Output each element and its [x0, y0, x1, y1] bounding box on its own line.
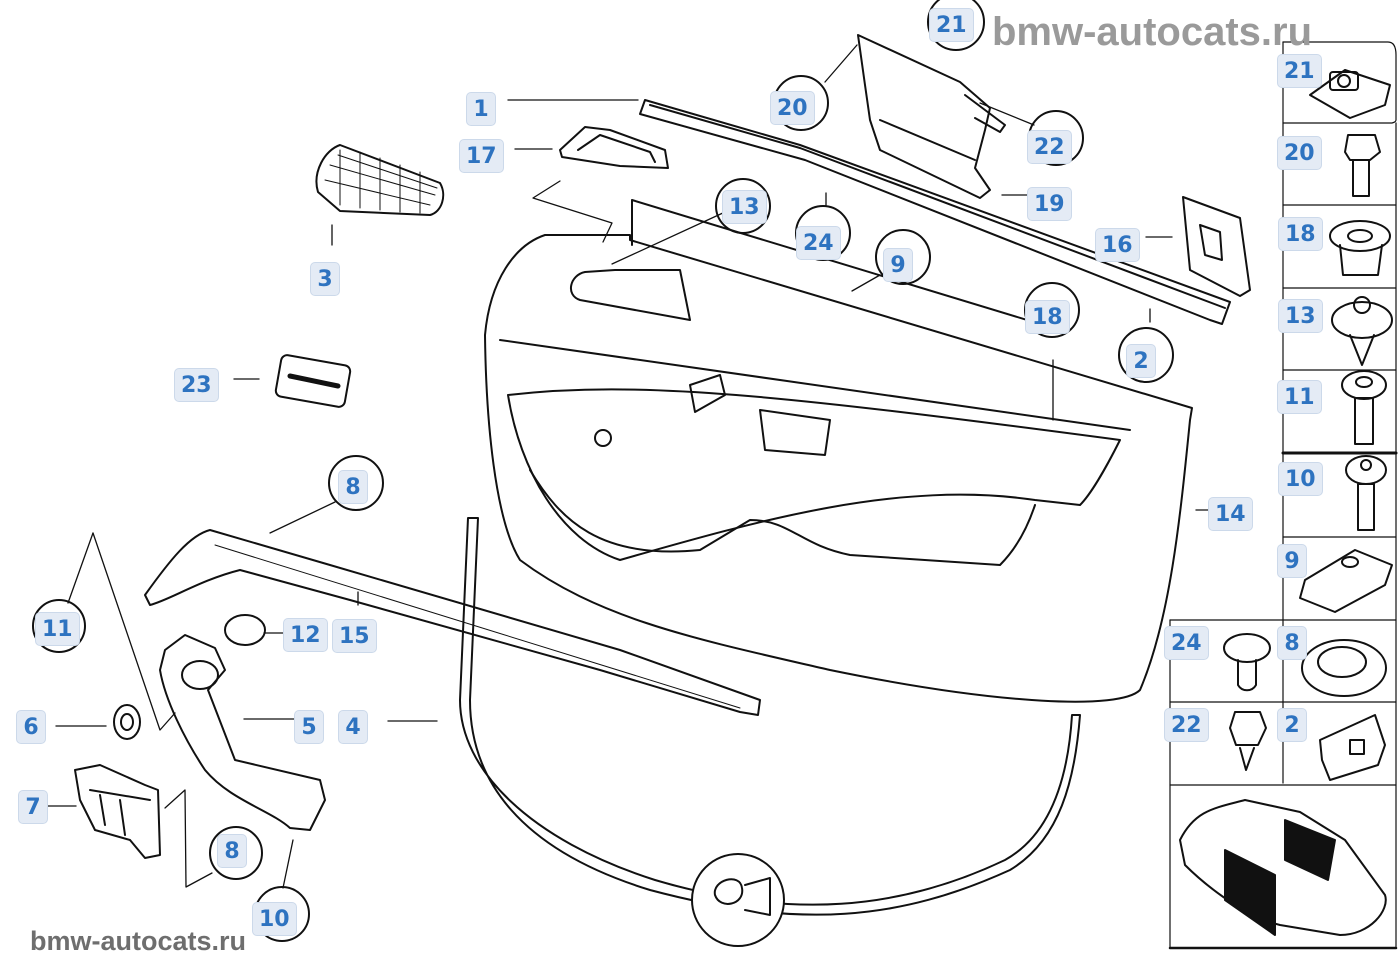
plastic-rivet-icon — [1331, 296, 1393, 366]
callout-part-20[interactable]: 20 — [770, 91, 815, 125]
callout-part-18[interactable]: 18 — [1025, 300, 1070, 334]
sidebar-item-21[interactable]: 21 — [1277, 54, 1322, 88]
callout-part-8-lower[interactable]: 8 — [217, 834, 247, 868]
sidebar-item-18[interactable]: 18 — [1278, 217, 1323, 251]
hex-bolt-icon — [1344, 134, 1381, 197]
callout-part-2[interactable]: 2 — [1126, 344, 1156, 378]
badge-23 — [274, 354, 352, 408]
sidebar-item-13[interactable]: 13 — [1278, 299, 1323, 333]
callout-part-9[interactable]: 9 — [883, 248, 913, 282]
leader-lines — [47, 44, 1213, 889]
collar-screw-icon — [1341, 370, 1387, 445]
callout-part-15[interactable]: 15 — [332, 619, 377, 653]
watermark-bottom: bmw-autocats.ru — [30, 926, 247, 956]
push-clip-icon — [1223, 633, 1271, 692]
sidebar-item-20[interactable]: 20 — [1277, 136, 1322, 170]
pan-screw-icon — [1345, 455, 1387, 531]
callout-part-5[interactable]: 5 — [294, 710, 324, 744]
callout-part-8-upper[interactable]: 8 — [338, 470, 368, 504]
callout-part-1[interactable]: 1 — [466, 92, 496, 126]
sidebar-item-11[interactable]: 11 — [1277, 380, 1322, 414]
pull-handle-5 — [159, 634, 326, 831]
callout-part-14[interactable]: 14 — [1208, 497, 1253, 531]
spring-nut-icon — [1299, 549, 1393, 613]
callout-part-11[interactable]: 11 — [35, 612, 80, 646]
car-location-icon — [1179, 799, 1387, 936]
sidebar-item-24[interactable]: 24 — [1164, 626, 1209, 660]
callout-part-4[interactable]: 4 — [338, 710, 368, 744]
callout-part-21[interactable]: 21 — [929, 8, 974, 42]
sidebar-item-8[interactable]: 8 — [1277, 626, 1307, 660]
callout-part-10[interactable]: 10 — [252, 902, 297, 936]
handle-insert-17 — [559, 126, 669, 169]
callout-part-12[interactable]: 12 — [283, 618, 328, 652]
carrier-7 — [74, 764, 161, 859]
callout-part-6[interactable]: 6 — [16, 710, 46, 744]
callout-rings — [32, 0, 1174, 942]
grommet-icon — [1301, 639, 1387, 697]
callout-part-17[interactable]: 17 — [459, 139, 504, 173]
sidebar-item-22[interactable]: 22 — [1164, 708, 1209, 742]
callout-part-19[interactable]: 19 — [1027, 187, 1072, 221]
sidebar-item-2[interactable]: 2 — [1277, 708, 1307, 742]
washer-6 — [113, 704, 141, 740]
expanding-nut-icon — [1329, 220, 1391, 276]
callout-part-16[interactable]: 16 — [1095, 228, 1140, 262]
callout-part-22[interactable]: 22 — [1027, 130, 1072, 164]
tapping-screw-icon — [1229, 711, 1267, 771]
retainer-clip-icon — [1319, 714, 1386, 781]
speaker-grille-3 — [315, 144, 445, 216]
callout-part-13[interactable]: 13 — [722, 190, 767, 224]
clip-16 — [1182, 196, 1251, 297]
sidebar-item-9[interactable]: 9 — [1277, 544, 1307, 578]
bracket-assembly — [857, 34, 1006, 199]
door-panel-14 — [484, 199, 1193, 703]
callout-part-24[interactable]: 24 — [796, 226, 841, 260]
armrest-trim-strip-15 — [144, 529, 761, 716]
door-seal-4 — [459, 517, 1081, 947]
callout-part-3[interactable]: 3 — [310, 262, 340, 296]
cap-12 — [224, 614, 266, 646]
watermark-top: bmw-autocats.ru — [992, 10, 1313, 54]
callout-part-7[interactable]: 7 — [18, 790, 48, 824]
callout-part-23[interactable]: 23 — [174, 368, 219, 402]
window-trim-strip — [639, 99, 1231, 325]
clip-nut-icon — [1309, 69, 1391, 119]
sidebar-item-10[interactable]: 10 — [1278, 462, 1323, 496]
